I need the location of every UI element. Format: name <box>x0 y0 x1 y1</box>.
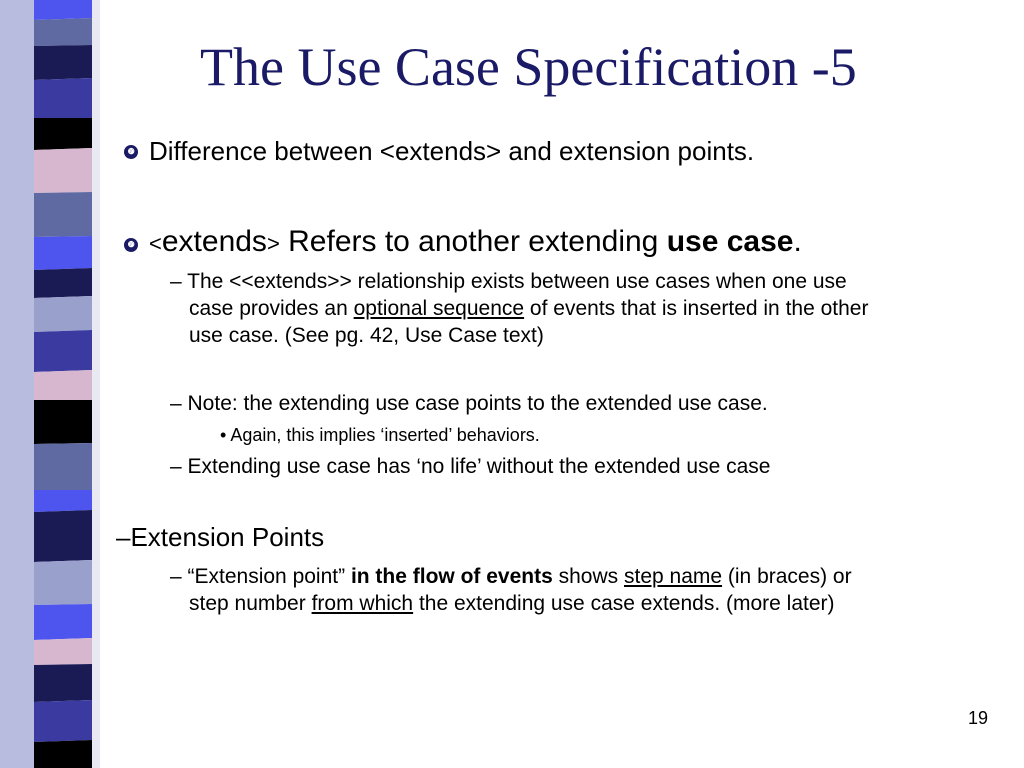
rel-line-1: – The <<extends>> relationship exists be… <box>170 270 847 293</box>
ep-line-2-underlined: from which <box>311 592 414 615</box>
stripe-pattern <box>0 0 120 768</box>
bullet-difference: Difference between <extends> and extensi… <box>149 136 755 167</box>
ep-line-1-bold: in the flow of events <box>350 565 553 588</box>
roman-bullet-icon: ❿ <box>124 238 138 252</box>
bullet-difference-text: Difference between <extends> and extensi… <box>149 136 755 166</box>
ep-line-2: step number from which the extending use… <box>189 592 835 616</box>
ep-line-1: – “Extension point” in the flow of event… <box>170 565 852 589</box>
roman-bullet-icon: ❿ <box>124 145 138 159</box>
extends-word: extends <box>161 225 267 258</box>
slide-title: The Use Case Specification -5 <box>200 37 857 97</box>
extends-lt: < <box>149 231 162 256</box>
note-line: – Note: the extending use case points to… <box>170 392 768 415</box>
extends-text: Refers to another extending <box>279 225 667 258</box>
ep-line-1-a: – “Extension point” <box>170 565 351 588</box>
bullet-extends: <extends> Refers to another extending us… <box>149 225 802 260</box>
ep-line-2-b: the extending use case extends. (more la… <box>413 592 835 615</box>
rel-line-2-underlined: optional sequence <box>353 297 525 320</box>
extends-gt: > <box>266 231 280 256</box>
again-line: • Again, this implies ‘inserted’ behavio… <box>220 425 540 446</box>
nolife-line: – Extending use case has ‘no life’ witho… <box>170 455 771 478</box>
ep-line-1-d: (in braces) or <box>722 565 852 588</box>
ep-line-1-c: shows <box>552 565 624 588</box>
extends-end: . <box>793 225 802 258</box>
page-number: 19 <box>968 708 989 728</box>
rel-line-2-b: of events that is inserted in the other <box>524 297 869 320</box>
ep-line-1-underlined: step name <box>624 565 723 588</box>
small-bullet-icon: • <box>220 425 227 445</box>
rel-line-2-a: case provides an <box>189 297 354 320</box>
extends-bold: use case <box>666 225 794 258</box>
extension-points-heading: –Extension Points <box>116 522 325 552</box>
rel-line-2: case provides an optional sequence of ev… <box>189 297 868 321</box>
ep-line-2-a: step number <box>189 592 312 615</box>
again-text: Again, this implies ‘inserted’ behaviors… <box>230 425 540 445</box>
decorative-stripe-bar <box>0 0 120 768</box>
rel-line-3: use case. (See pg. 42, Use Case text) <box>189 324 544 347</box>
